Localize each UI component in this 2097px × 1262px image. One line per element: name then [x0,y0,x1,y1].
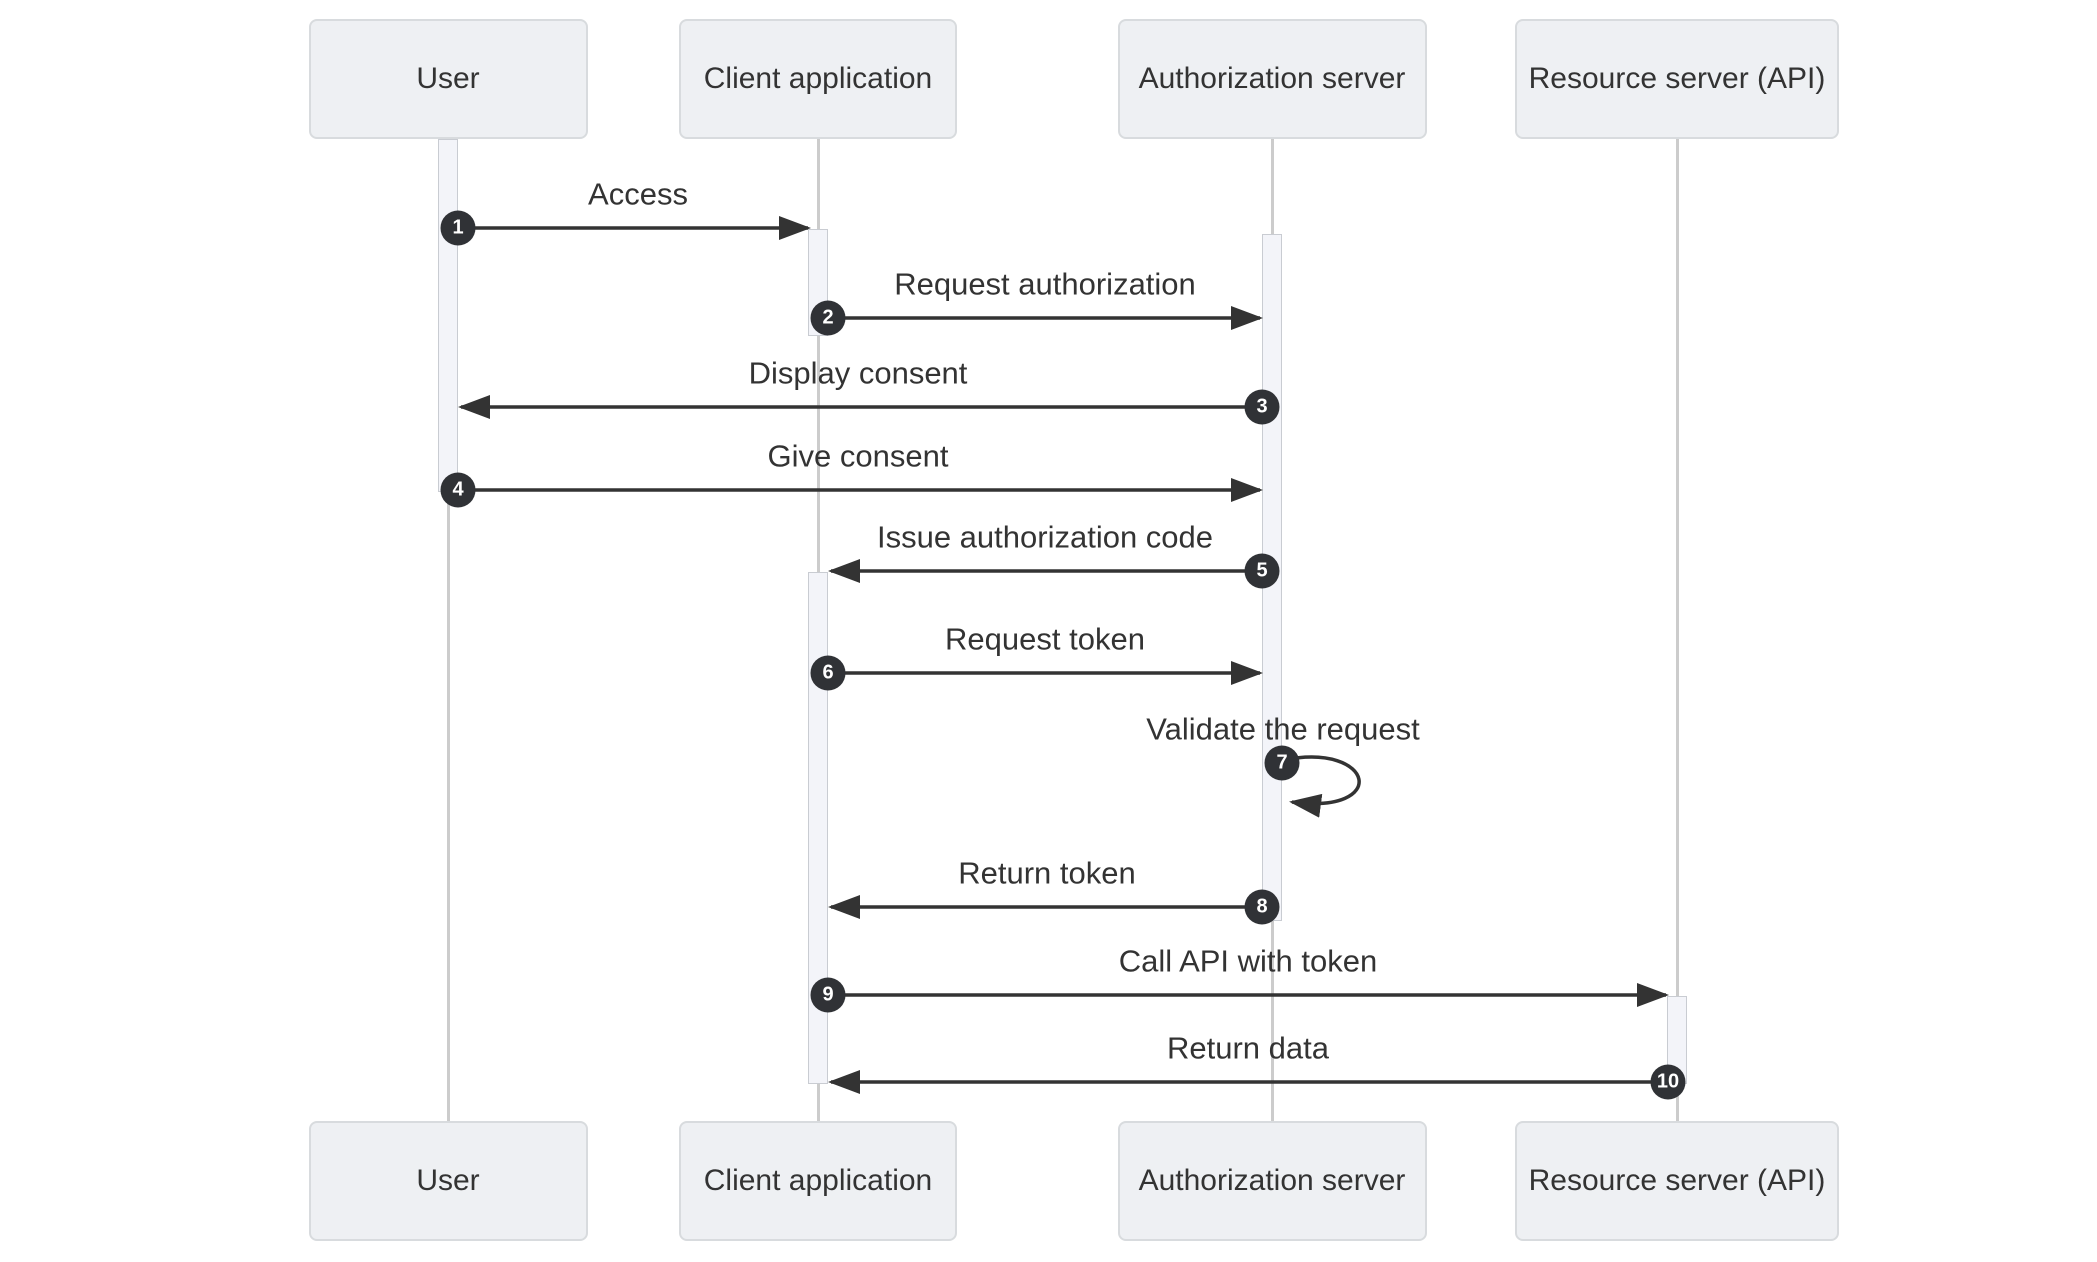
seq-number-badge-5: 5 [1244,553,1280,589]
self-loop-arrow-7 [1283,755,1361,818]
seq-number-badge-3: 3 [1244,389,1280,425]
actor-label-resource: Resource server (API) [1528,1164,1826,1197]
message-label-4: Give consent [767,438,949,474]
seq-number-badge-9: 9 [810,977,846,1013]
actor-box-bottom-client: Client application [679,1121,957,1241]
actor-box-top-resource: Resource server (API) [1515,19,1839,139]
seq-number-badge-4: 4 [440,472,476,508]
lifeline-resource [1675,139,1679,1121]
actor-label-user: User [416,62,480,95]
message-label-2: Request authorization [894,266,1196,302]
seq-number-badge-8: 8 [1244,889,1280,925]
activation-bar-client-2 [808,572,828,1084]
seq-number-badge-2: 2 [810,300,846,336]
actor-label-client: Client application [703,1164,933,1197]
actor-box-bottom-user: User [308,1121,588,1241]
lifeline-user [446,139,450,1121]
message-label-6: Request token [945,621,1145,657]
actor-box-bottom-auth: Authorization server [1117,1121,1427,1241]
message-label-3: Display consent [748,355,968,391]
message-label-1: Access [588,176,688,212]
actor-box-top-auth: Authorization server [1117,19,1427,139]
seq-number-badge-6: 6 [810,655,846,691]
seq-number-badge-1: 1 [440,210,476,246]
actor-box-top-client: Client application [679,19,957,139]
seq-number-badge-10: 10 [1650,1064,1686,1100]
message-label-9: Call API with token [1118,943,1378,979]
actor-label-user: User [416,1164,480,1197]
actor-label-auth: Authorization server [1138,1164,1406,1197]
actor-box-bottom-resource: Resource server (API) [1515,1121,1839,1241]
actor-label-resource: Resource server (API) [1528,62,1826,95]
message-label-10: Return data [1167,1030,1329,1066]
message-label-8: Return token [958,855,1136,891]
seq-number-badge-7: 7 [1264,745,1300,781]
actor-label-client: Client application [703,62,933,95]
message-label-5: Issue authorization code [876,519,1214,555]
actor-box-top-user: User [308,19,588,139]
message-label-7: Validate the request [1146,711,1420,747]
actor-label-auth: Authorization server [1138,62,1406,95]
